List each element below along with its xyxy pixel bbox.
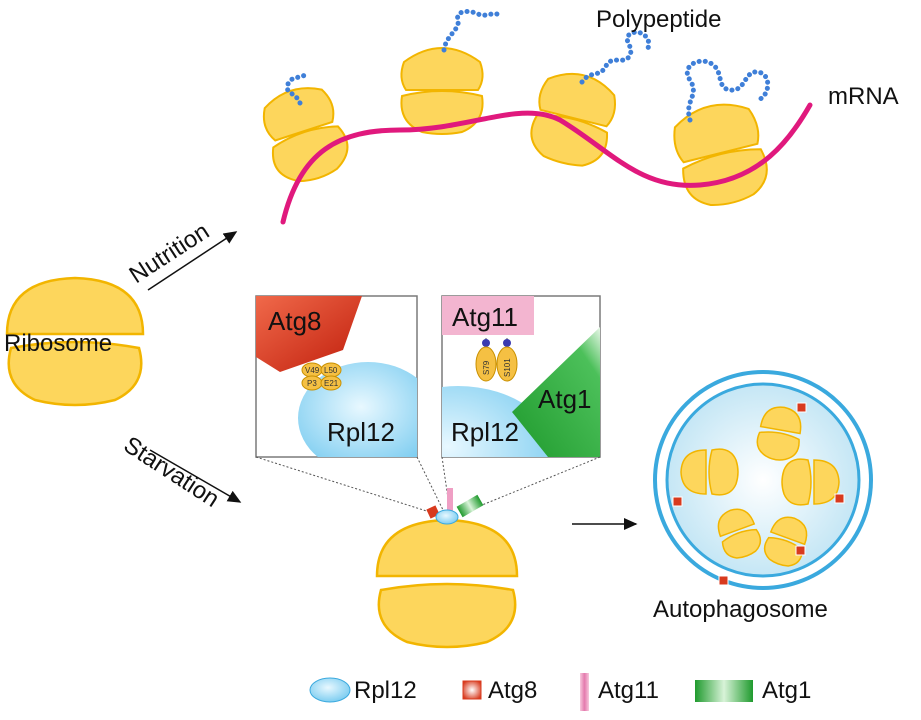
residue-label: S101	[503, 358, 512, 377]
residue-icon	[475, 346, 497, 382]
starvation-label: Starvation	[119, 431, 224, 512]
autophagosome	[653, 370, 873, 590]
ribosome-icon	[262, 87, 349, 183]
phosphate-icon	[482, 339, 490, 347]
atg1-icon	[512, 327, 600, 457]
atg11-icon	[442, 296, 534, 335]
atg1-label: Atg1	[538, 384, 592, 414]
ribosome-icon	[5, 276, 145, 407]
ribosome-icon	[781, 458, 840, 506]
atg8-icon	[834, 493, 845, 504]
atg8-icon	[718, 575, 729, 586]
legend-rpl12-icon	[309, 677, 351, 703]
rpl12-label: Rpl12	[451, 417, 519, 447]
nutrition-label: Nutrition	[125, 218, 215, 289]
atg8-icon	[256, 296, 362, 372]
ribosome-icon	[375, 518, 519, 649]
ribosome-icon	[530, 72, 617, 167]
ribosome-icon	[680, 448, 739, 496]
residue-icon	[496, 346, 518, 382]
zoom-lines	[255, 456, 601, 515]
polysome	[262, 9, 813, 225]
legend-atg8-icon	[462, 680, 482, 700]
rpl12-icon	[442, 386, 560, 457]
atg8-label: Atg8	[268, 306, 322, 336]
residue-icon	[320, 375, 342, 391]
phosphate-icon	[503, 339, 511, 347]
legend: Rpl12 Atg8 Atg11 Atg1	[309, 673, 811, 711]
residue-label: V49	[305, 366, 320, 375]
rpl12-label: Rpl12	[327, 417, 395, 447]
ribosome-icon	[673, 103, 768, 206]
ribosome-label: Ribosome	[4, 330, 112, 357]
legend-atg11-icon	[580, 673, 589, 711]
residue-label: E21	[324, 379, 339, 388]
legend-atg8-label: Atg8	[488, 677, 537, 704]
atg8-icon	[672, 496, 683, 507]
inset-atg8-rpl12: V49 L50 P3 E21 Atg8 Rpl12	[255, 295, 418, 458]
atg11-icon	[447, 488, 453, 512]
inset-atg11-atg1-rpl12: S79 S101 Atg11 Atg1 Rpl12	[441, 295, 601, 458]
ribosome-icon	[756, 406, 802, 461]
legend-atg11-label: Atg11	[598, 677, 659, 704]
polypeptide-label: Polypeptide	[596, 6, 721, 33]
atg1-icon	[456, 494, 484, 518]
atg11-label: Atg11	[452, 302, 518, 332]
legend-rpl12-label: Rpl12	[354, 677, 417, 704]
mrna-label: mRNA	[828, 83, 899, 110]
legend-atg1-icon	[695, 680, 753, 702]
residue-label: S79	[482, 360, 491, 375]
polypeptide-chains	[284, 9, 771, 123]
residue-label: P3	[307, 379, 317, 388]
ribosome-icon	[717, 508, 762, 559]
residue-label: L50	[324, 366, 338, 375]
atg8-icon	[796, 402, 807, 413]
starvation-arrow	[149, 449, 242, 503]
rpl12-icon	[435, 509, 459, 525]
autophagosome-label: Autophagosome	[653, 596, 828, 623]
mrna-strand	[280, 102, 813, 225]
nutrition-arrow	[147, 231, 238, 291]
atg8-icon	[795, 545, 806, 556]
ribosome-icon	[763, 516, 808, 567]
legend-atg1-label: Atg1	[762, 677, 811, 704]
